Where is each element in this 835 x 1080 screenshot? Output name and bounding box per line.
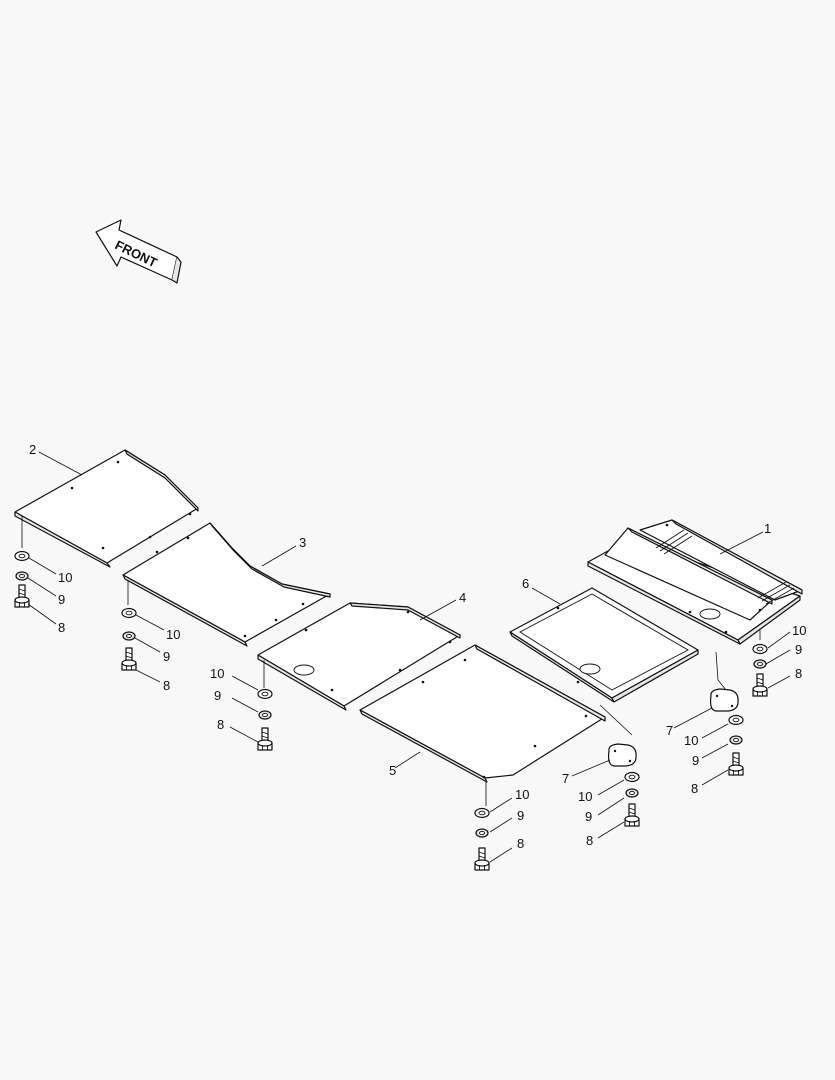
hardware-stack-g bbox=[752, 643, 768, 697]
callout-9-d: 9 bbox=[517, 808, 524, 823]
callout-9-e: 9 bbox=[585, 809, 592, 824]
callout-3: 3 bbox=[299, 535, 306, 550]
callout-9-g: 9 bbox=[795, 642, 802, 657]
callout-10-d: 10 bbox=[515, 787, 529, 802]
callout-8-c: 8 bbox=[217, 717, 224, 732]
cover-cap-part-7-b bbox=[607, 743, 637, 767]
callout-10-e: 10 bbox=[578, 789, 592, 804]
skid-plate-part-3 bbox=[122, 522, 331, 647]
hardware-stack-d bbox=[474, 807, 490, 871]
callout-9-f: 9 bbox=[692, 753, 699, 768]
callout-10-b: 10 bbox=[166, 627, 180, 642]
skid-plate-part-6 bbox=[509, 587, 699, 703]
callout-1: 1 bbox=[764, 521, 771, 536]
callout-5: 5 bbox=[389, 763, 396, 778]
callout-2: 2 bbox=[29, 442, 36, 457]
callout-8-g: 8 bbox=[795, 666, 802, 681]
callout-10-f: 10 bbox=[684, 733, 698, 748]
callout-7-a: 7 bbox=[666, 723, 673, 738]
callout-labels: 1 2 3 4 5 6 7 7 10 9 8 10 9 8 10 9 8 10 … bbox=[29, 442, 806, 851]
callout-8-a: 8 bbox=[58, 620, 65, 635]
callout-9-a: 9 bbox=[58, 592, 65, 607]
callout-6: 6 bbox=[522, 576, 529, 591]
callout-9-b: 9 bbox=[163, 649, 170, 664]
hardware-stack-c bbox=[257, 688, 273, 751]
callout-8-f: 8 bbox=[691, 781, 698, 796]
callout-leader-lines bbox=[27, 451, 791, 863]
callout-10-g: 10 bbox=[792, 623, 806, 638]
hardware-stack-f bbox=[728, 714, 744, 776]
callout-7-b: 7 bbox=[562, 771, 569, 786]
hardware-stack-a bbox=[14, 550, 30, 608]
callout-4: 4 bbox=[459, 590, 466, 605]
front-direction-arrow: FRONT bbox=[95, 219, 182, 284]
skid-plate-part-1 bbox=[587, 519, 803, 645]
skid-plate-part-2 bbox=[14, 449, 199, 568]
callout-10-c: 10 bbox=[210, 666, 224, 681]
skid-plate-part-5 bbox=[359, 644, 606, 783]
callout-10-a: 10 bbox=[58, 570, 72, 585]
callout-8-d: 8 bbox=[517, 836, 524, 851]
callout-8-b: 8 bbox=[163, 678, 170, 693]
skid-plate-part-4 bbox=[257, 602, 461, 711]
hardware-stack-e bbox=[624, 771, 640, 827]
callout-8-e: 8 bbox=[586, 833, 593, 848]
hardware-alignment-lines bbox=[21, 516, 761, 806]
hardware-stack-b bbox=[121, 607, 137, 671]
callout-9-c: 9 bbox=[214, 688, 221, 703]
cover-cap-part-7-a bbox=[709, 688, 739, 712]
